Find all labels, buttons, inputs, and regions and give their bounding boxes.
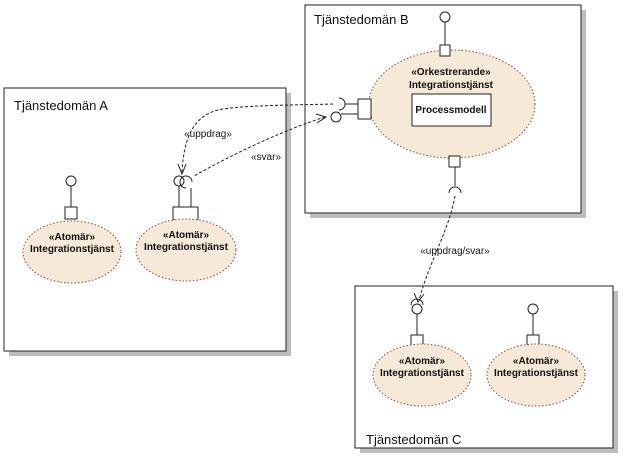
flow-response-label: «svar» <box>251 152 281 163</box>
atomic-a1-stereotype: «Atomär» <box>49 232 96 243</box>
orchestrating-name: Integrationstjänst <box>409 80 494 91</box>
process-model-label: Processmodell <box>415 105 486 116</box>
flow-request: «uppdrag» <box>177 103 334 176</box>
domain-a: Tjänstedomän A <box>3 87 291 356</box>
atomic-a2-name: Integrationstjänst <box>144 242 229 253</box>
orchestrating-top-port <box>439 11 451 57</box>
atomic-a2-stereotype: «Atomär» <box>163 230 210 241</box>
flow-request-label: «uppdrag» <box>184 129 232 140</box>
atomic-service-c1: «Atomär» Integrationstjänst <box>372 298 472 407</box>
orchestrating-stereotype: «Orkestrerande» <box>411 67 491 78</box>
domain-b-title: Tjänstedomän B <box>314 12 409 27</box>
atomic-c1-stereotype: «Atomär» <box>399 356 446 367</box>
orchestrating-left-port <box>330 97 372 123</box>
flow-request-response: «uppdrag/svar» <box>413 195 490 303</box>
domain-a-title: Tjänstedomän A <box>14 98 108 113</box>
flow-request-response-label: «uppdrag/svar» <box>420 246 490 257</box>
atomic-c2-stereotype: «Atomär» <box>513 356 560 367</box>
atomic-service-c2: «Atomär» Integrationstjänst <box>486 303 586 407</box>
flow-response: «svar» <box>193 113 328 177</box>
orchestrating-bottom-port <box>448 155 462 194</box>
domain-c-title: Tjänstedomän C <box>366 432 461 447</box>
process-model-box <box>411 93 492 127</box>
atomic-service-a1: «Atomär» Integrationstjänst <box>22 175 122 284</box>
atomic-c1-name: Integrationstjänst <box>380 368 465 379</box>
atomic-service-a2: «Atomär» Integrationstjänst <box>135 175 237 282</box>
atomic-c2-name: Integrationstjänst <box>494 368 579 379</box>
orchestrating-service: «Orkestrerande» Integrationstjänst Proce… <box>368 49 536 159</box>
atomic-a1-name: Integrationstjänst <box>30 244 115 255</box>
